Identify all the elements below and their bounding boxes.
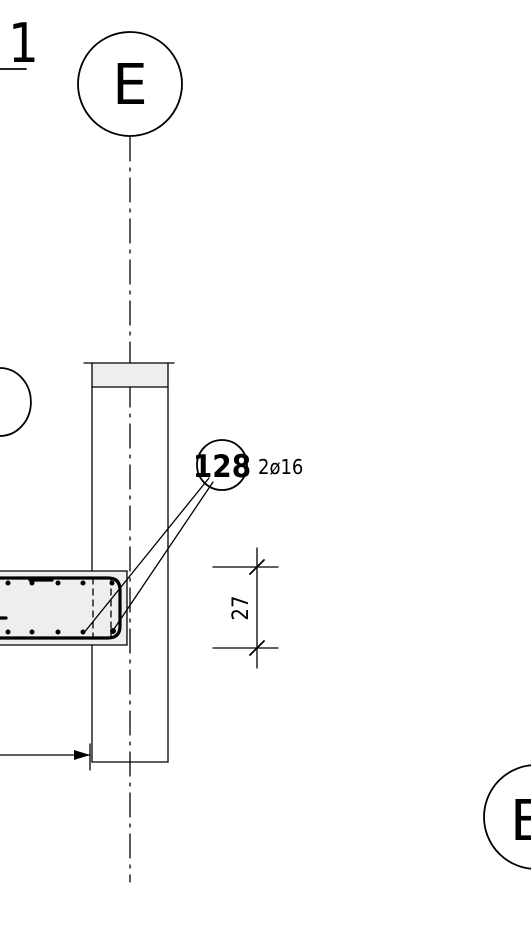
- beam-stirrup: [0, 576, 122, 640]
- beam-section: [0, 570, 128, 646]
- grid-bubble-e-bottom: E: [483, 764, 531, 870]
- section-mark-number: 1: [8, 12, 39, 75]
- grid-bubble-circle: [77, 31, 183, 137]
- rebar-dot: [5, 629, 11, 635]
- leader-line-1: [82, 477, 210, 635]
- dimension-vertical: 27: [212, 547, 279, 669]
- rebar-callout-circle: [196, 439, 248, 491]
- callout-leaders: [82, 477, 214, 635]
- dim-h-arrowhead: [74, 750, 90, 760]
- leader-line-2: [111, 481, 214, 633]
- rebar-dot: [29, 629, 35, 635]
- rebar-dot: [29, 580, 35, 586]
- beam-fill: [0, 571, 127, 645]
- dim-tick-top: [249, 559, 265, 575]
- stirrup-hook: [0, 578, 54, 620]
- grid-bubble-label: E: [510, 789, 531, 854]
- rebar-dot: [109, 580, 115, 586]
- grid-bubble-label: E: [112, 53, 147, 118]
- rebar-callout-spec: 2ø16: [258, 455, 303, 479]
- section-mark: 1: [0, 12, 39, 75]
- column-section: [83, 362, 175, 763]
- rebar-dot: [80, 580, 86, 586]
- rebar-callout: 128 2ø16: [193, 439, 303, 491]
- rebar-dot: [5, 580, 11, 586]
- dimension-value: 27: [229, 595, 254, 620]
- grid-bubble-e-top: E: [77, 31, 183, 137]
- rebar-callout-mark: 128: [193, 449, 251, 485]
- grid-bubble-circle: [483, 764, 531, 870]
- dimension-horizontal: [0, 743, 91, 771]
- column-cap-fill: [92, 363, 168, 387]
- rebar-dot: [55, 580, 61, 586]
- partial-callout-circle: [0, 367, 32, 437]
- rebar-dot: [55, 629, 61, 635]
- dim-tick-bottom: [249, 640, 265, 656]
